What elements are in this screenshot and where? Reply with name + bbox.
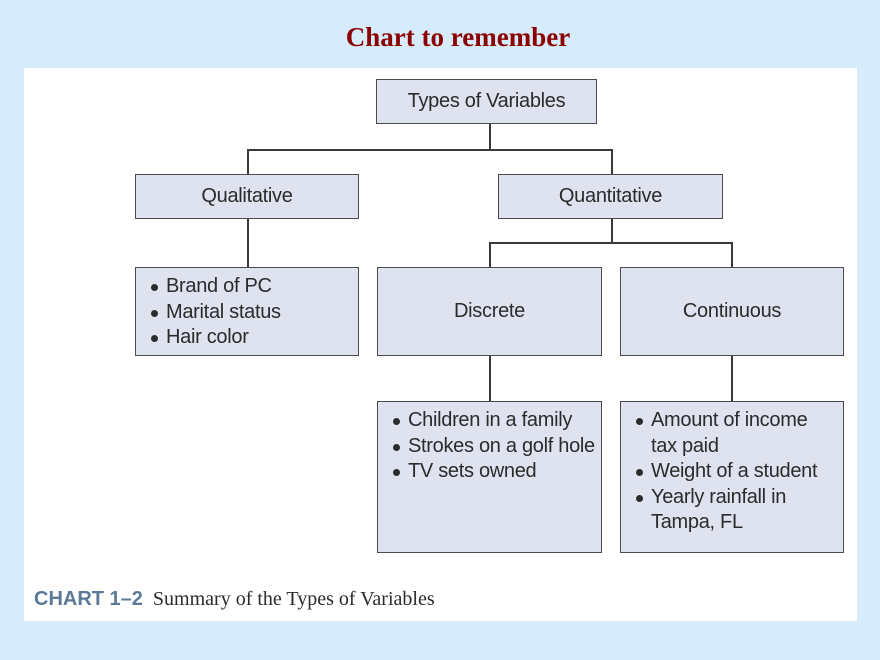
connector-level1-bar [247,149,613,151]
list-item: Yearly rainfall in Tampa, FL [635,485,843,536]
node-types-of-variables-label: Types of Variables [407,90,566,112]
connector-to-discrete [489,242,491,269]
node-continuous: Continuous [620,267,844,356]
list-item: Amount of income tax paid [635,408,843,459]
caption-label: CHART 1–2 [34,588,143,610]
node-quantitative: Quantitative [498,174,723,219]
node-qualitative-label: Qualitative [201,185,293,207]
slide-title: Chart to remember [345,22,571,52]
list-item: TV sets owned [392,459,601,485]
node-discrete-examples: Children in a family Strokes on a golf h… [377,401,602,553]
node-qualitative-examples: Brand of PC Marital status Hair color [135,267,359,356]
list-item: Marital status [150,300,358,326]
figure-caption: CHART 1–2 Summary of the Types of Variab… [34,588,435,611]
connector-level2-bar [489,242,733,244]
caption-text: Summary of the Types of Variables [152,588,435,610]
connector-quantitative-down [611,218,613,243]
connector-root-down [489,123,491,150]
list-item: Brand of PC [150,274,358,300]
list-item: Weight of a student [635,459,843,485]
connector-to-qualitative [247,149,249,175]
node-discrete: Discrete [377,267,602,356]
list-item: Children in a family [392,408,601,434]
node-continuous-label: Continuous [682,300,782,322]
node-qualitative: Qualitative [135,174,359,219]
connector-qualitative-examples [247,218,249,268]
node-quantitative-label: Quantitative [558,185,663,207]
node-continuous-examples: Amount of income tax paid Weight of a st… [620,401,844,553]
list-item: Strokes on a golf hole [392,434,601,460]
list-item: Hair color [150,325,358,351]
connector-continuous-examples [731,355,733,402]
node-types-of-variables: Types of Variables [376,79,597,124]
connector-discrete-examples [489,355,491,402]
node-discrete-label: Discrete [454,300,525,322]
connector-to-continuous [731,242,733,269]
connector-to-quantitative [611,149,613,175]
